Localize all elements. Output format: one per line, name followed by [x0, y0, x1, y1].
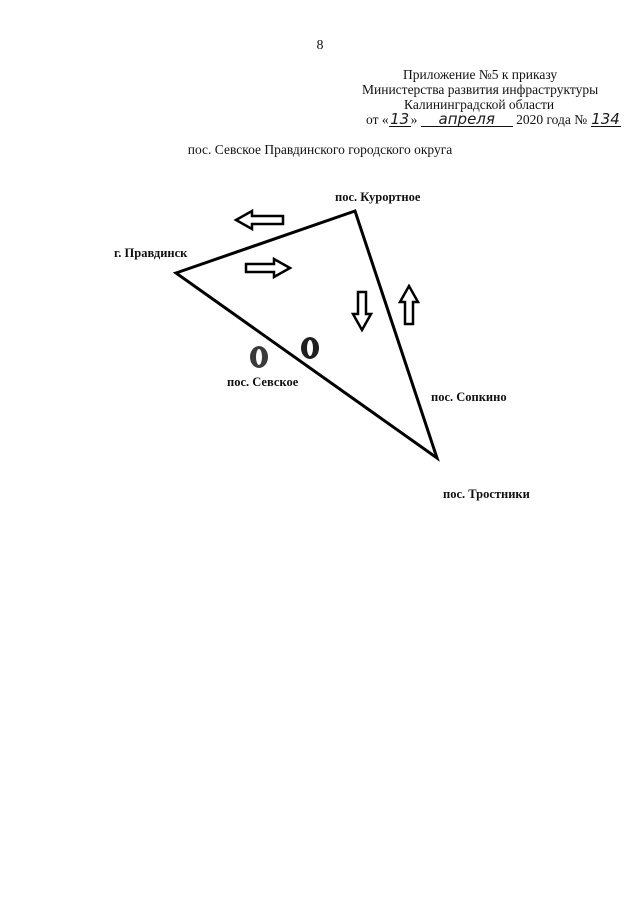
route-triangle	[172, 209, 440, 462]
region-name: Калининградской области	[404, 97, 555, 112]
label-kurortnoe: пос. Курортное	[335, 190, 421, 204]
arrow-down-icon	[350, 290, 374, 333]
arrow-left-icon	[233, 208, 285, 232]
order-quote: »	[410, 112, 418, 127]
bus-stop-icon	[301, 337, 319, 359]
label-trostniki: пос. Тростники	[443, 487, 530, 501]
bus-stop-icon	[250, 346, 268, 368]
arrow-right-icon	[244, 256, 293, 280]
order-day: 13	[388, 110, 411, 128]
label-sopkino: пос. Сопкино	[431, 390, 507, 404]
ministry-name: Министерства развития инфраструктуры	[362, 82, 599, 97]
label-pravdinsk: г. Правдинск	[114, 246, 188, 260]
label-sevskoe: пос. Севское	[227, 375, 299, 389]
order-year: 2020 года №	[516, 112, 588, 127]
diagram-subtitle: пос. Севское Правдинского городского окр…	[187, 142, 453, 157]
order-month: апреля	[420, 112, 513, 127]
page-number: 8	[316, 38, 324, 53]
order-line: от «13» апреля 2020 года № 134	[366, 112, 621, 128]
order-number: 134	[590, 110, 621, 128]
arrow-up-icon	[397, 283, 421, 326]
order-prefix: от «	[366, 112, 389, 127]
appendix-title: Приложение №5 к приказу	[403, 67, 558, 82]
